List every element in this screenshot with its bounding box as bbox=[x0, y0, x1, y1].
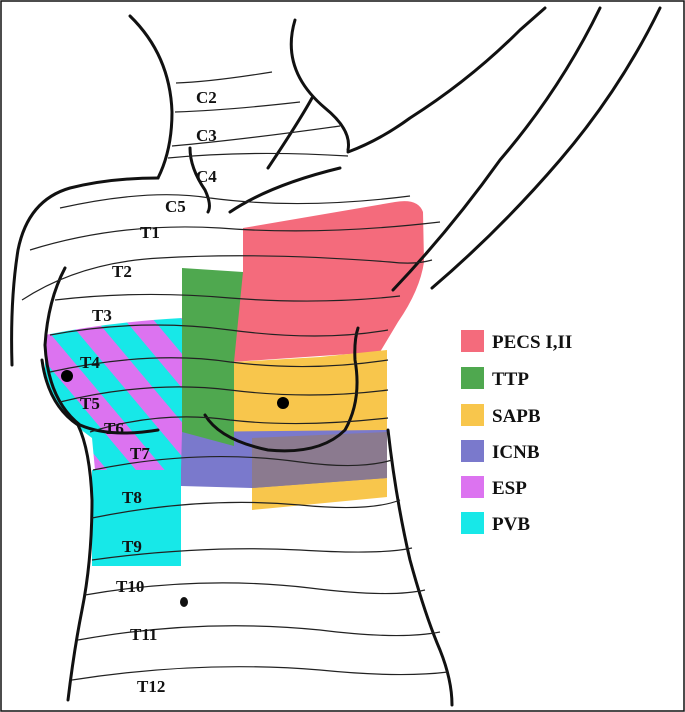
legend-swatch-ttp bbox=[461, 367, 484, 389]
legend-label-pecs: PECS I,II bbox=[492, 332, 572, 353]
legend-item-pvb: PVB bbox=[461, 512, 530, 535]
legend-label-ttp: TTP bbox=[492, 369, 529, 390]
label-t9: T9 bbox=[122, 537, 142, 556]
legend-item-sapb: SAPB bbox=[461, 404, 541, 427]
label-t6: T6 bbox=[104, 419, 124, 438]
legend-swatch-icnb bbox=[461, 440, 484, 462]
legend-label-sapb: SAPB bbox=[492, 406, 541, 427]
right-nipple-dot bbox=[277, 397, 289, 409]
label-t4: T4 bbox=[80, 353, 100, 372]
legend-swatch-esp bbox=[461, 476, 484, 498]
legend-label-pvb: PVB bbox=[492, 514, 530, 535]
label-t7: T7 bbox=[130, 444, 150, 463]
legend-item-ttp: TTP bbox=[461, 367, 529, 390]
label-t3: T3 bbox=[92, 306, 112, 325]
legend-label-icnb: ICNB bbox=[492, 442, 540, 463]
legend-label-esp: ESP bbox=[492, 478, 527, 499]
label-t2: T2 bbox=[112, 262, 132, 281]
label-t5: T5 bbox=[80, 394, 100, 413]
label-t10: T10 bbox=[116, 577, 144, 596]
region-ttp bbox=[182, 268, 243, 446]
label-t11: T11 bbox=[130, 625, 157, 644]
legend-item-icnb: ICNB bbox=[461, 440, 540, 463]
label-c2: C2 bbox=[196, 88, 217, 107]
legend-item-esp: ESP bbox=[461, 476, 527, 499]
legend-item-pecs: PECS I,II bbox=[461, 330, 572, 353]
legend-swatch-pecs bbox=[461, 330, 484, 352]
label-t12: T12 bbox=[137, 677, 165, 696]
legend-swatch-pvb bbox=[461, 512, 484, 534]
label-c3: C3 bbox=[196, 126, 217, 145]
left-nipple-dot bbox=[61, 370, 73, 382]
label-c5: C5 bbox=[165, 197, 186, 216]
label-t8: T8 bbox=[122, 488, 142, 507]
legend-swatch-sapb bbox=[461, 404, 484, 426]
label-c4: C4 bbox=[196, 167, 217, 186]
label-t1: T1 bbox=[140, 223, 160, 242]
